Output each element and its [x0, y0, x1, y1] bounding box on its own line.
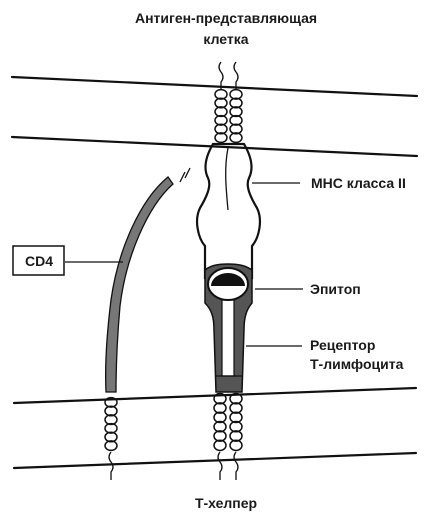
apc-membrane-inner [12, 137, 417, 156]
tcr-tail-right [234, 452, 238, 480]
bottom-title: Т-хелпер [195, 495, 257, 511]
tcr-tail-left [218, 452, 222, 480]
mhc-tail-right [234, 62, 238, 90]
receptor-label-line2: Т-лимфоцита [310, 356, 404, 372]
epitope-label: Эпитоп [310, 281, 361, 297]
cd4-transmembrane-coil [105, 398, 117, 451]
mhc-groove-line [226, 148, 228, 210]
th-membrane-outer [14, 453, 416, 468]
top-title-line2: клетка [203, 31, 248, 47]
tcr-inner-channel [222, 300, 234, 376]
mhc-class-ii-body [197, 144, 260, 278]
tcr-transmembrane-coils [214, 394, 242, 451]
cd4-tail [109, 452, 113, 480]
cd4-molecule [106, 177, 173, 392]
top-title-line1: Антиген-представляющая [135, 10, 317, 26]
receptor-label-line1: Рецептор [310, 337, 375, 353]
mhc-label: МНС класса II [311, 175, 406, 191]
cd4-contact-tick-2 [180, 172, 185, 182]
mhc-transmembrane-coils [215, 90, 242, 143]
cd4-contact-tick-1 [185, 168, 190, 178]
cd4-label: CD4 [25, 253, 53, 269]
